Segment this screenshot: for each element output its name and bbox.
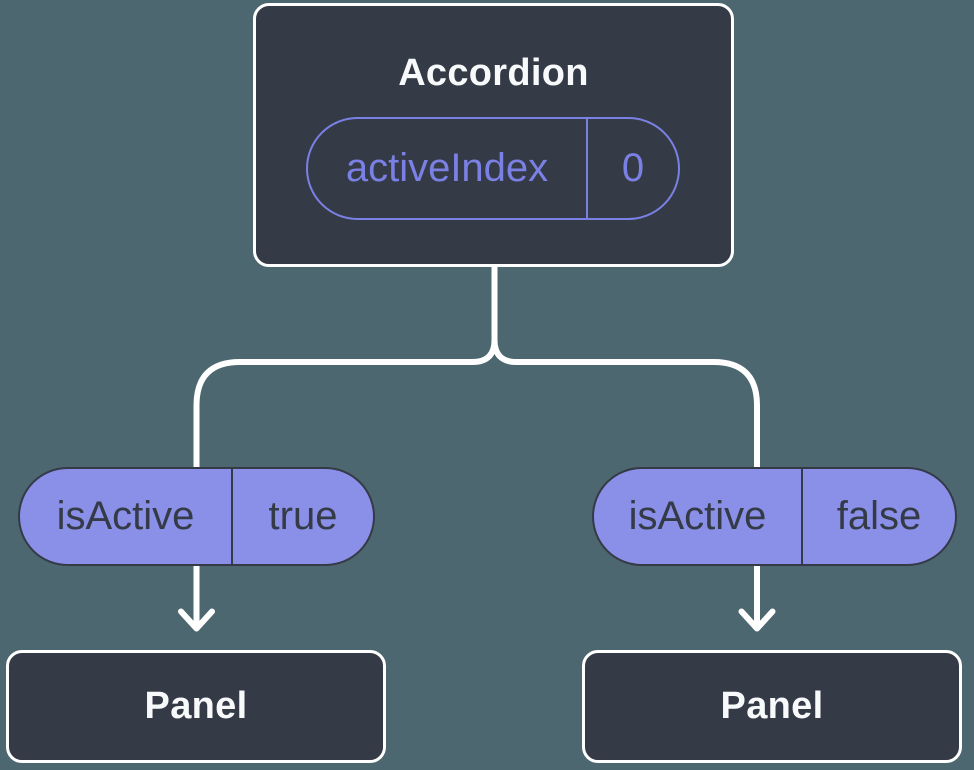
state-name: activeIndex <box>345 146 549 190</box>
panel-node-left: Panel <box>6 650 386 763</box>
connector-right-branch <box>491 262 760 627</box>
accordion-node-label: Accordion <box>398 52 589 94</box>
panel-node-right-label: Panel <box>720 685 824 727</box>
arrowhead-right-icon <box>738 608 776 632</box>
panel-node-right: Panel <box>582 650 962 763</box>
panel-node-left-label: Panel <box>144 685 248 727</box>
state-pill: activeIndex 0 <box>306 117 680 220</box>
prop-value-left: true <box>231 469 373 564</box>
prop-value-right: false <box>801 469 955 564</box>
state-value: 0 <box>586 119 678 218</box>
prop-pill-right: isActive false <box>592 467 957 566</box>
accordion-node: Accordion activeIndex 0 <box>253 3 734 267</box>
connector-left-branch <box>193 262 498 627</box>
prop-name-right: isActive <box>628 494 767 538</box>
prop-name-left: isActive <box>56 494 195 538</box>
prop-pill-left: isActive true <box>18 467 375 566</box>
arrowhead-left-icon <box>178 608 215 632</box>
